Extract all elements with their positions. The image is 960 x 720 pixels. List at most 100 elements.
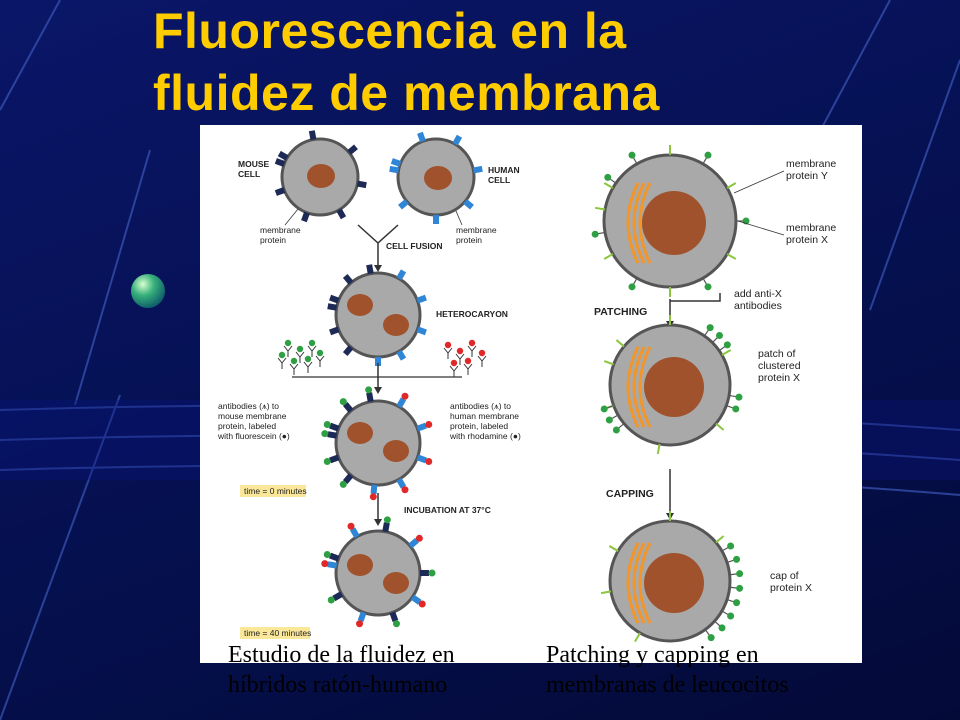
human-protein	[396, 477, 407, 489]
protein-y	[603, 253, 614, 260]
mouse-protein	[274, 187, 286, 196]
human-protein	[472, 165, 483, 174]
fluorescein-dot	[339, 398, 347, 406]
protein-y	[726, 182, 737, 189]
fluorescein-antibody	[295, 345, 305, 363]
mouse-protein	[274, 158, 286, 167]
lymphocyte-cell-2	[600, 315, 743, 455]
protein-y	[634, 632, 641, 643]
fluorescein-dot	[321, 430, 329, 438]
protein-y	[726, 253, 737, 260]
cell3-proteins	[600, 511, 744, 643]
human-protein	[408, 537, 419, 549]
protein-x	[704, 283, 712, 291]
rhodamine-antibody	[467, 339, 477, 357]
mouse-protein	[342, 274, 354, 285]
fluorescein-antibody	[307, 339, 317, 357]
mouse-protein	[336, 208, 347, 220]
human-protein	[396, 269, 407, 281]
fluorescein-dot	[339, 480, 347, 488]
caption-right-line1: Patching y capping en	[546, 642, 759, 668]
fluorescein-antibody	[277, 351, 287, 369]
rhodamine-dot	[401, 486, 409, 494]
rhodamine-dot	[369, 493, 377, 501]
mouse-protein	[347, 144, 358, 155]
human-proteins	[389, 131, 483, 224]
human-protein	[452, 134, 463, 146]
rhodamine-antibody	[443, 341, 453, 359]
rhodamine-dot	[418, 600, 426, 608]
rhodamine-antibodies	[443, 339, 487, 377]
mouse-protein	[329, 326, 340, 336]
fluorescein-dot	[383, 516, 391, 524]
rhodamine-dot	[425, 421, 433, 429]
protein-y	[715, 422, 725, 431]
mouse-protein	[342, 402, 354, 413]
mouse-protein	[342, 473, 354, 484]
labeled-cell-time40	[321, 516, 436, 628]
mouse-protein	[329, 454, 340, 464]
fluorescein-dot	[323, 421, 331, 429]
fluorescein-dot	[392, 620, 400, 628]
mouse-protein	[329, 294, 340, 304]
protein-x	[704, 151, 712, 159]
cell1-proteins	[591, 145, 750, 297]
fluorescein-dot	[323, 457, 331, 465]
protein-y	[608, 545, 619, 552]
protein-x	[604, 173, 612, 181]
human-protein	[390, 158, 402, 167]
human-protein	[396, 397, 407, 409]
title-line-1: Fluorescencia en la	[153, 3, 627, 59]
protein-x	[591, 230, 599, 238]
rhodamine-antibody	[477, 349, 487, 367]
protein-y	[715, 535, 725, 544]
human-protein	[416, 422, 427, 432]
caption-right-line2: membranas de leucocitos	[546, 672, 789, 698]
time0-box	[240, 485, 306, 497]
protein-x	[727, 612, 735, 620]
fluorescein-dot	[428, 569, 436, 577]
mouse-protein	[308, 130, 317, 141]
protein-x	[600, 405, 608, 413]
rhodamine-dot	[401, 392, 409, 400]
label-time0: time = 0 minutes	[244, 486, 307, 496]
rhodamine-antibody	[449, 359, 459, 377]
mouse-protein	[382, 522, 390, 533]
label-incubation: INCUBATION AT 37°C	[404, 505, 491, 515]
protein-y	[603, 182, 614, 189]
caption-left: Estudio de la fluidez en híbridos ratón-…	[228, 640, 455, 700]
fluorescein-dot	[323, 551, 331, 559]
slide-title: Fluorescencia en la fluidez de membrana	[153, 0, 933, 124]
protein-x	[733, 599, 741, 607]
protein-y	[615, 339, 625, 348]
fluorescein-antibody	[315, 349, 325, 367]
mouse-proteins	[274, 130, 367, 223]
protein-x	[706, 324, 714, 332]
rhodamine-dot	[425, 457, 433, 465]
human-protein	[417, 131, 426, 143]
fluorescein-antibody	[289, 357, 299, 375]
lymphocyte-cell-1	[591, 145, 750, 297]
caption-left-line2: híbridos ratón-humano	[228, 672, 448, 698]
protein-x	[735, 393, 743, 401]
protein-x	[727, 542, 735, 550]
fluorescein-antibodies	[277, 339, 325, 375]
rhodamine-dot	[356, 620, 364, 628]
mouse-protein	[332, 591, 344, 602]
protein-x	[628, 151, 636, 159]
protein-x	[736, 584, 744, 592]
fluorescein-dot	[365, 386, 373, 394]
mouse-protein	[389, 611, 399, 622]
fluorescein-antibody	[303, 355, 313, 373]
mouse-cell	[274, 130, 367, 223]
human-protein	[396, 349, 407, 361]
protein-y	[656, 443, 661, 455]
protein-x	[715, 332, 723, 340]
